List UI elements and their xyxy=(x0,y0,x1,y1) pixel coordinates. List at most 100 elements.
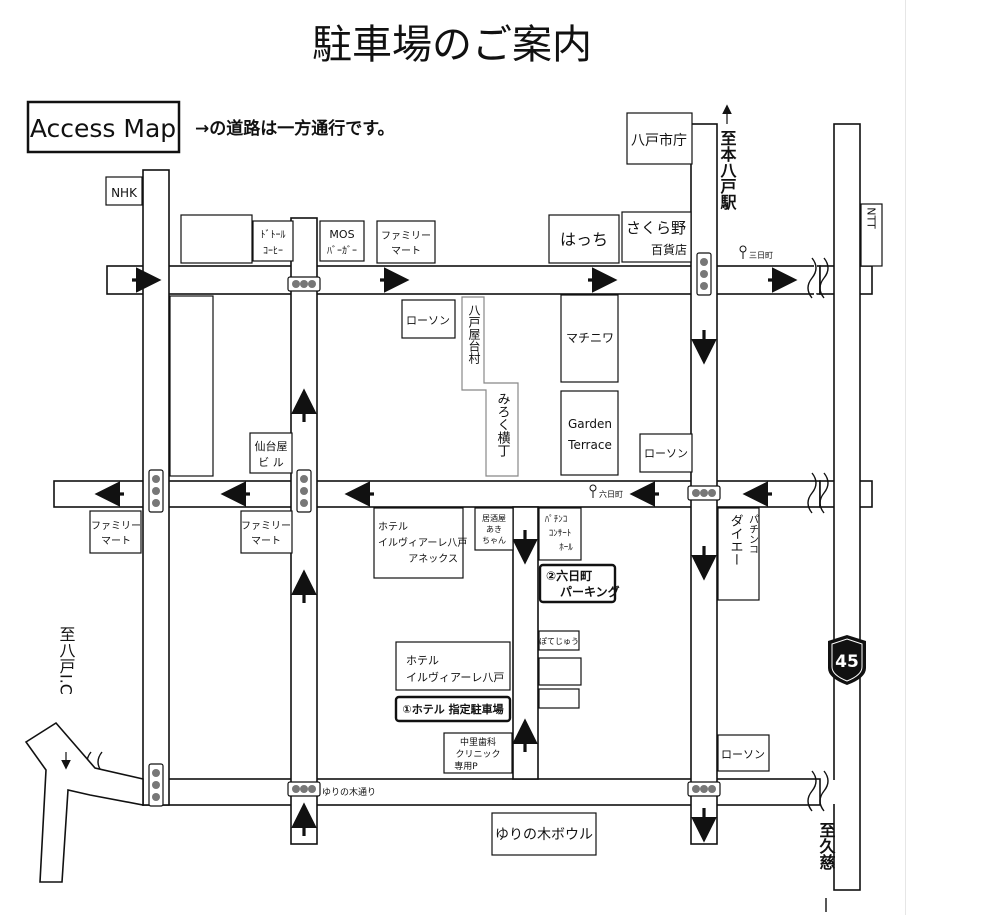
label-hotel-main-1: ホテル xyxy=(406,654,439,667)
building-clinic xyxy=(443,732,513,774)
building-hacchi xyxy=(548,214,620,264)
building-ntt xyxy=(860,203,883,267)
label-to-kuji: 至久慈 xyxy=(817,822,836,870)
label-lawson-c: ローソン xyxy=(721,748,765,761)
label-yataimura: 八戸屋台村 xyxy=(467,304,481,364)
label-hotel-annex-1: ホテル xyxy=(378,521,408,533)
muikamachi-pin-icon xyxy=(589,484,597,498)
label-familymart-top-1: ファミリー xyxy=(381,231,431,242)
label-hotel-main-2: イルヴィアーレ八戸 xyxy=(406,670,504,684)
building-pachinko-concert xyxy=(538,507,582,561)
building-garden-terrace xyxy=(560,390,619,476)
label-machiniwa: マチニワ xyxy=(566,331,614,345)
label-doutor-2: ｺｰﾋｰ xyxy=(263,245,283,257)
label-clinic-1: 中里歯科 xyxy=(460,736,496,748)
label-mirokuyokocho: みろく横丁 xyxy=(495,392,511,457)
label-pachinko-concert-2: ｺﾝｻｰﾄ xyxy=(549,528,572,539)
signal-mid-v4 xyxy=(687,485,721,501)
building-hotel-annex xyxy=(373,507,464,579)
buildings xyxy=(89,112,883,856)
label-yurinoki-bowl: ゆりの木ボウル xyxy=(495,827,593,843)
building-daiei xyxy=(717,507,760,601)
page-divider xyxy=(905,0,906,915)
label-mikkamachi: 三日町 xyxy=(749,251,773,260)
route-45-shield-icon: 45 xyxy=(828,635,866,685)
label-hacchi: はっち xyxy=(560,230,608,249)
label-izakaya-1: 居酒屋 xyxy=(482,514,506,523)
building-machiniwa xyxy=(560,294,619,383)
building-mos xyxy=(319,220,365,262)
label-pachinko-concert-3: ﾎｰﾙ xyxy=(559,542,573,553)
access-map-label: Access Map xyxy=(30,114,176,143)
building-blank-2 xyxy=(169,295,214,477)
label-potejuu: ぽてじゅう xyxy=(539,637,579,646)
parking-1-box[interactable] xyxy=(394,695,512,723)
building-nhk xyxy=(105,176,143,206)
label-ntt: NTT xyxy=(865,207,878,229)
label-familymart-mid-1: ファミリー xyxy=(241,521,291,532)
signal-mid-v1 xyxy=(148,469,164,513)
page-title: 駐車場のご案内 xyxy=(312,22,592,68)
road-break-marks xyxy=(86,257,829,812)
signal-mid-v2 xyxy=(296,469,312,513)
road-v2 xyxy=(290,217,318,845)
one-way-arrows xyxy=(94,267,798,843)
building-lawson-b xyxy=(639,433,693,473)
label-familymart-left-2: マート xyxy=(101,536,131,547)
label-mos-2: ﾊﾞｰｶﾞｰ xyxy=(327,245,357,257)
building-izakaya xyxy=(474,507,514,551)
label-garden-2: Terrace xyxy=(567,438,612,452)
building-lawson-c xyxy=(717,734,770,772)
label-sakurano-1: さくら野 xyxy=(626,219,686,237)
building-hotel-main xyxy=(395,641,511,691)
label-pachinko-small: パチンコ xyxy=(747,514,759,554)
label-muikamachi: 六日町 xyxy=(599,489,623,499)
building-familymart-mid xyxy=(240,510,293,554)
label-hotel-annex-3: アネックス xyxy=(408,553,458,565)
route-shield-number: 45 xyxy=(835,652,859,672)
label-izakaya-2: あき xyxy=(486,525,502,534)
label-lawson-b: ローソン xyxy=(644,447,688,460)
building-labels: NHK 八戸市庁 ﾄﾞﾄｰﾙ ｺｰﾋｰ MOS ﾊﾞｰｶﾞｰ ファミリー マート… xyxy=(91,132,765,843)
one-way-note: →の道路は一方通行です。 xyxy=(195,118,395,139)
label-lawson-a: ローソン xyxy=(406,314,450,327)
label-sendaiya-2: ビ ル xyxy=(258,456,284,469)
label-mos-1: MOS xyxy=(329,228,354,241)
building-lawson-a xyxy=(401,299,456,339)
signal-top-v4 xyxy=(696,252,712,296)
label-daiei: ダイエー xyxy=(728,514,743,566)
label-clinic-3: 専用P xyxy=(454,760,478,772)
building-city-hall xyxy=(626,112,693,165)
signal-bottom-v4 xyxy=(687,781,721,797)
label-garden-1: Garden xyxy=(568,417,612,431)
building-yurinoki-bowl xyxy=(491,812,597,856)
label-familymart-top-2: マート xyxy=(391,246,421,257)
signal-bottom-v1 xyxy=(148,763,164,807)
label-doutor-1: ﾄﾞﾄｰﾙ xyxy=(261,229,286,241)
label-city-hall: 八戸市庁 xyxy=(631,132,687,149)
signal-bottom-v2 xyxy=(287,781,321,797)
label-clinic-2: クリニック xyxy=(455,749,500,760)
label-sendaiya-1: 仙台屋 xyxy=(255,439,288,453)
parking-1-label: ①ホテル 指定駐車場 xyxy=(402,702,503,716)
label-familymart-left-1: ファミリー xyxy=(91,521,141,532)
signal-top-v2 xyxy=(287,276,321,292)
roads xyxy=(53,123,873,891)
parking-2-box[interactable] xyxy=(538,563,617,604)
label-nhk: NHK xyxy=(111,186,138,200)
parking-2-label-1: ②六日町 xyxy=(546,568,592,583)
label-familymart-mid-2: マート xyxy=(251,536,281,547)
label-to-hachinohe-ic: 至八戸I.C xyxy=(57,626,76,695)
building-yataimura xyxy=(461,296,519,477)
road-to-ic xyxy=(24,721,144,883)
label-sakurano-2: 百貨店 xyxy=(651,242,687,257)
building-sakurano xyxy=(621,211,692,263)
access-map-box xyxy=(26,100,181,154)
label-yurinoki-street: ゆりの木通り xyxy=(322,786,376,798)
traffic-signals xyxy=(148,252,721,807)
mikkamachi-pin-icon xyxy=(739,245,747,259)
label-to-hon-hachinohe: 至本八戸駅 xyxy=(718,130,738,211)
building-potejuu xyxy=(538,630,580,651)
